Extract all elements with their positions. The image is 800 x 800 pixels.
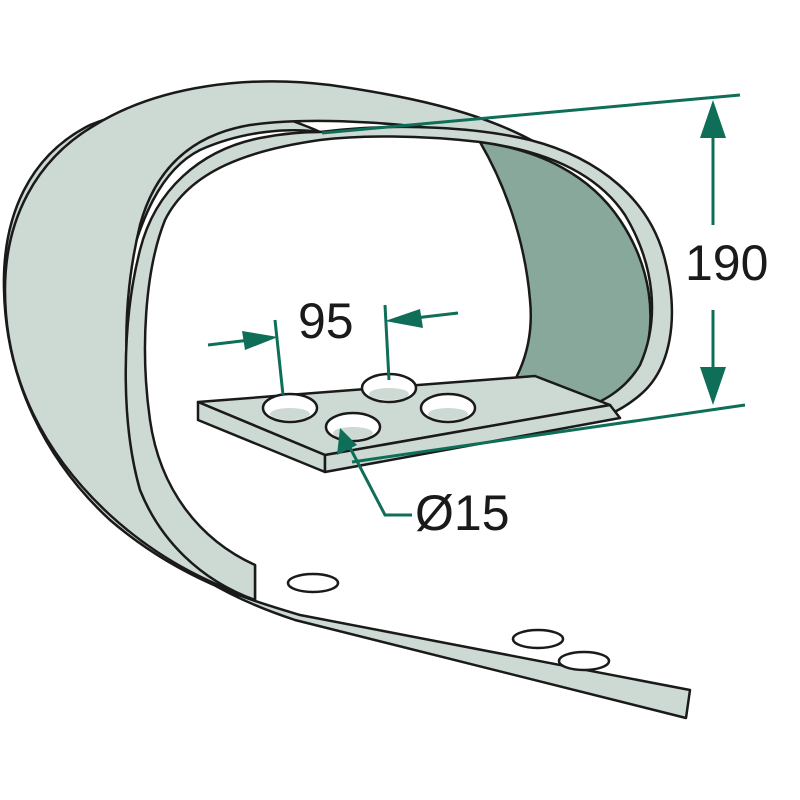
height-arrow-up <box>700 100 726 138</box>
tine-holes <box>286 572 611 672</box>
height-arrow-down <box>700 367 726 405</box>
dimension-arrows <box>242 100 726 455</box>
dimension-label-190: 190 <box>685 235 768 291</box>
plate-hole-depths <box>270 388 468 439</box>
dimension-label-diameter: Ø15 <box>415 485 510 541</box>
tine-hole-2 <box>511 628 565 650</box>
tine-hole-1 <box>286 572 340 594</box>
width-dim-right-shaft <box>414 311 459 320</box>
inner-rim <box>124 125 674 602</box>
outer-band-face <box>2 104 692 720</box>
diameter-leader <box>343 437 412 517</box>
width-arrow-left <box>242 331 278 350</box>
dimension-label-95: 95 <box>298 293 354 349</box>
tine-hole-3 <box>557 650 611 672</box>
diameter-arrow <box>337 428 357 455</box>
width-arrow-right <box>385 309 423 328</box>
width-dim-left-shaft <box>207 338 251 347</box>
dimension-lines <box>207 93 746 517</box>
